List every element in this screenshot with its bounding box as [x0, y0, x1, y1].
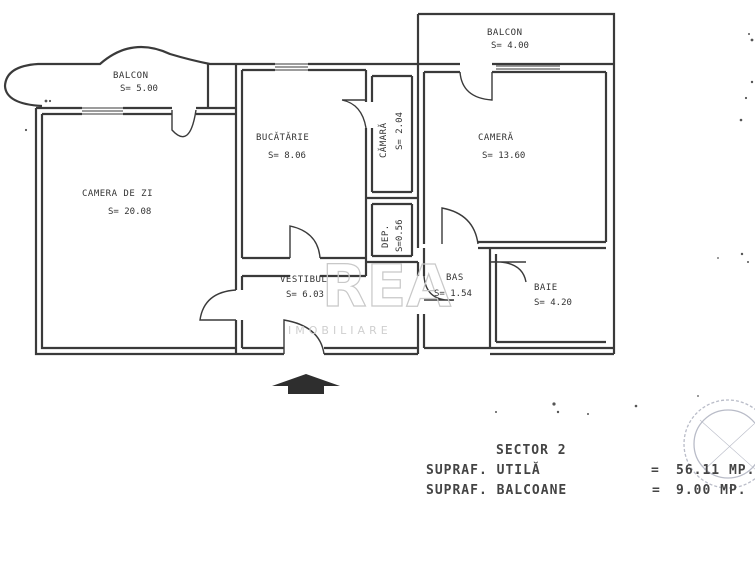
watermark-brand: REA	[322, 252, 451, 320]
room-area-bucatarie: S= 8.06	[268, 151, 306, 161]
useful-area-value: 56.11 MP.	[676, 463, 755, 478]
room-area-dep: S=0.56	[395, 219, 405, 252]
wall-wc	[416, 248, 426, 354]
door-bathroom	[489, 261, 527, 283]
room-name-vestibul: VESTIBUL	[280, 275, 327, 285]
wall-bedroom	[418, 62, 616, 354]
room-area-camera: S= 13.60	[482, 151, 525, 161]
room-area-baie: S= 4.20	[534, 298, 572, 308]
room-name-camera-de-zi: CAMERA DE ZI	[82, 189, 153, 199]
wall-balcony-right	[416, 12, 616, 64]
wall-bathroom	[488, 248, 614, 356]
door-living	[199, 289, 237, 321]
wall-kitchen	[234, 62, 418, 276]
room-area-vestibul: S= 6.03	[286, 290, 324, 300]
room-name-camera: CAMERĂ	[478, 131, 514, 143]
door-balcony-living	[171, 109, 197, 138]
balcony-area-value: 9.00 MP.	[676, 483, 747, 498]
door-kitchen	[289, 225, 321, 259]
room-name-balcon-left: BALCON	[113, 71, 149, 81]
wall-balcony-left	[3, 45, 236, 108]
window-living	[82, 107, 123, 115]
room-name-bas: BAS	[446, 273, 464, 283]
room-name-dep: DEP.	[381, 224, 391, 248]
area-summary: SECTOR 2 SUPRAF. UTILĂ = 56.11 MP. SUPRA…	[426, 443, 755, 498]
window-bedroom	[496, 65, 560, 70]
balcony-area-label: SUPRAF. BALCOANE	[426, 483, 567, 498]
useful-area-eq: =	[651, 463, 660, 478]
wall-pantry	[364, 64, 420, 264]
sector-label: SECTOR 2	[496, 443, 567, 458]
room-area-balcon-left: S= 5.00	[120, 84, 158, 94]
door-bedroom	[441, 207, 479, 245]
room-area-balcon-right: S= 4.00	[491, 41, 529, 51]
room-area-camera-de-zi: S= 20.08	[108, 207, 151, 217]
entrance-arrow-icon	[272, 374, 340, 394]
wall-hallway	[234, 262, 490, 356]
room-name-baie: BAIE	[534, 283, 558, 293]
door-pantry	[341, 99, 367, 129]
balcony-area-eq: =	[652, 483, 661, 498]
scan-noise	[24, 33, 754, 415]
walls	[3, 12, 616, 356]
door-swings	[171, 71, 527, 355]
watermark: REA IMOBILIARE	[288, 251, 452, 337]
room-labels: BALCON S= 5.00 BALCON S= 4.00 CAMERA DE …	[82, 28, 572, 308]
room-name-bucatarie: BUCĂTĂRIE	[256, 131, 309, 143]
door-entrance	[283, 319, 325, 355]
room-area-bas: S= 1.54	[434, 289, 472, 299]
room-name-camara: CĂMARĂ	[377, 122, 389, 158]
door-wc	[423, 275, 455, 301]
useful-area-label: SUPRAF. UTILĂ	[426, 462, 541, 478]
watermark-sub: IMOBILIARE	[288, 324, 392, 337]
window-kitchen	[275, 63, 308, 71]
room-name-balcon-right: BALCON	[487, 28, 523, 38]
notary-stamp-icon	[683, 399, 755, 489]
wall-living-room	[34, 106, 236, 356]
door-balcony-bedroom	[459, 71, 493, 101]
room-area-camara: S= 2.04	[395, 112, 405, 150]
